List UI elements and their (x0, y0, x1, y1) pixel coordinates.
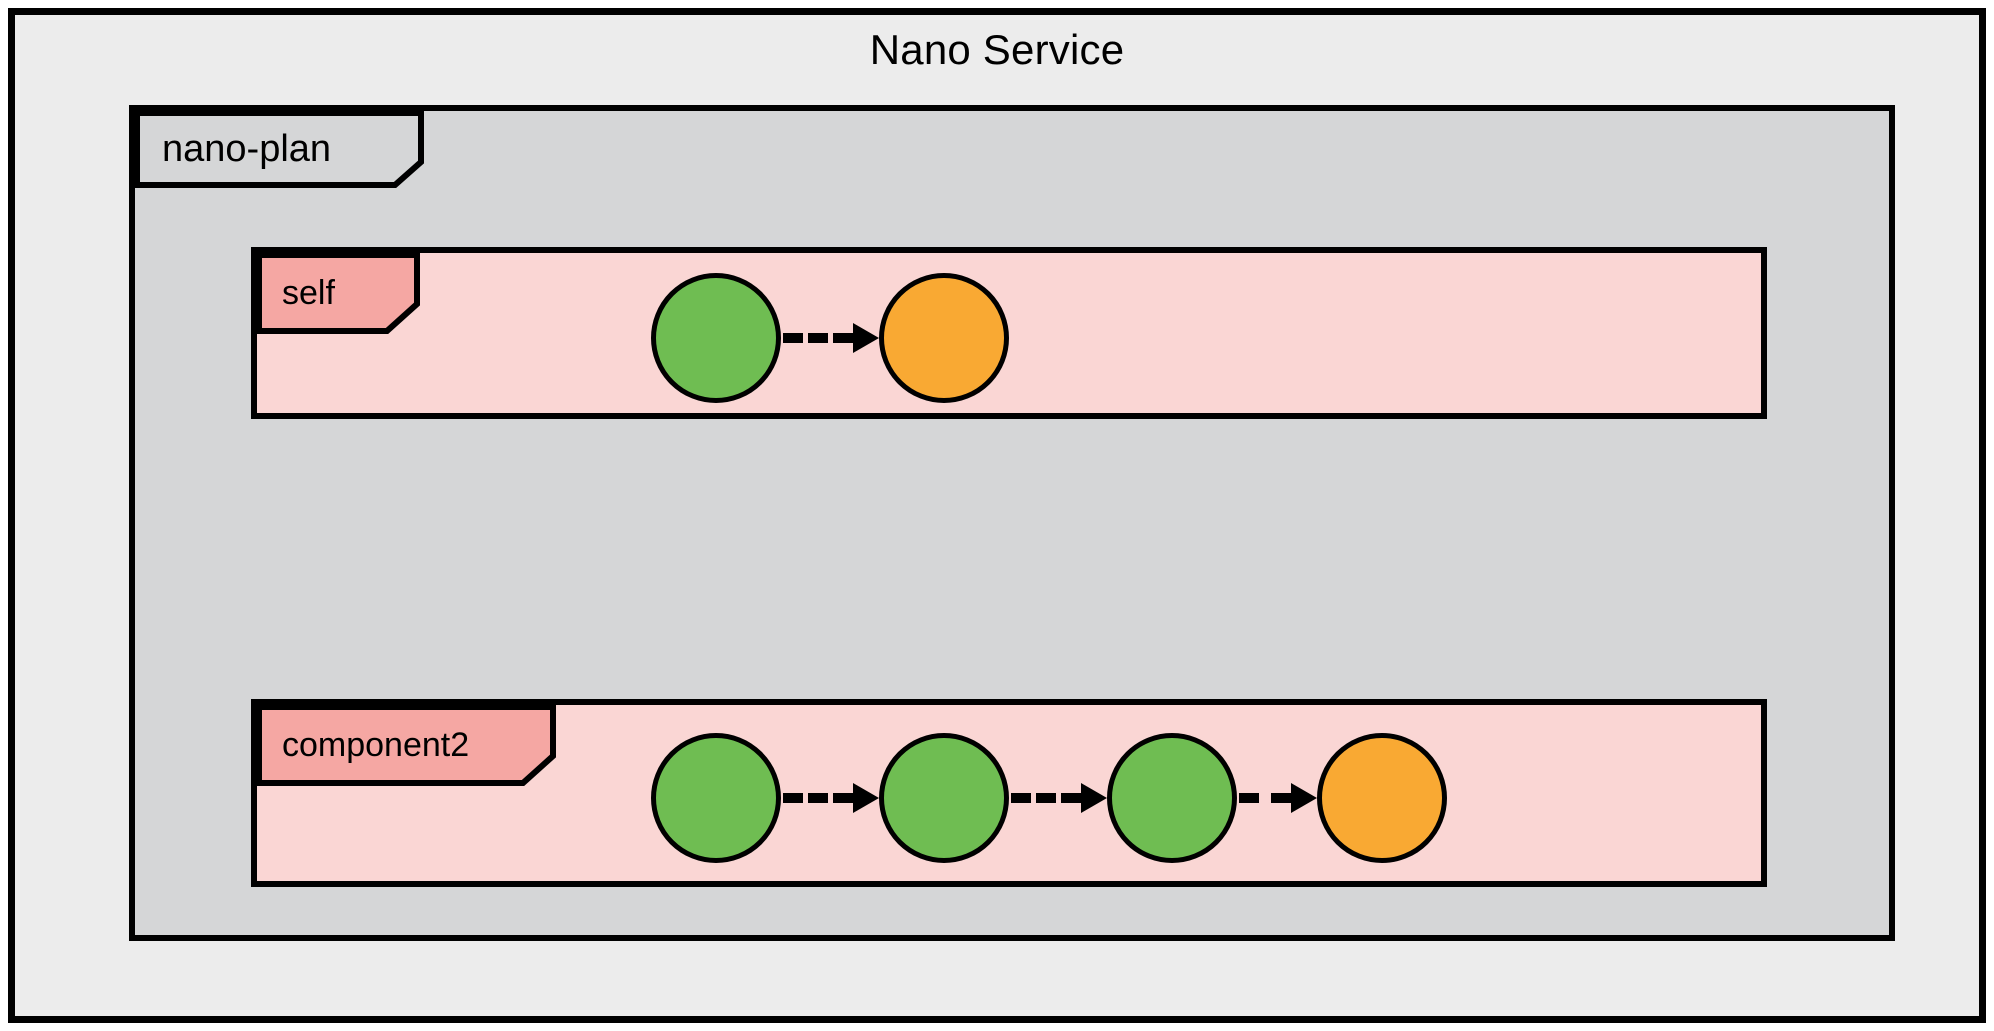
nano-service-frame: Nano Service nano-plan self (8, 8, 1986, 1023)
edge-line (783, 793, 853, 803)
swimlane-self-tab: self (256, 252, 420, 334)
swimlane-self: self (251, 247, 1767, 419)
swimlane-component2-label: component2 (282, 725, 470, 764)
nano-plan-container: nano-plan self (129, 105, 1895, 941)
node-self-2[interactable] (879, 273, 1009, 403)
node-self-1[interactable] (651, 273, 781, 403)
arrow-head-icon (853, 783, 879, 813)
swimlane-self-label: self (282, 273, 335, 312)
nano-plan-tab: nano-plan (134, 110, 424, 188)
page-title: Nano Service (869, 26, 1125, 73)
edge-line (1239, 793, 1291, 803)
node-component2-4[interactable] (1317, 733, 1447, 863)
edge-line (783, 333, 853, 343)
swimlane-component2-tab: component2 (256, 704, 556, 786)
tab-notch-shape (134, 110, 424, 188)
node-component2-1[interactable] (651, 733, 781, 863)
tab-notch-shape (256, 704, 556, 786)
nano-plan-tab-label: nano-plan (162, 127, 332, 170)
tab-notch-shape (256, 252, 420, 334)
edge-line (1011, 793, 1081, 803)
node-component2-3[interactable] (1107, 733, 1237, 863)
arrow-head-icon (853, 323, 879, 353)
swimlane-component2: component2 (251, 699, 1767, 887)
node-component2-2[interactable] (879, 733, 1009, 863)
arrow-head-icon (1291, 783, 1317, 813)
arrow-head-icon (1081, 783, 1107, 813)
